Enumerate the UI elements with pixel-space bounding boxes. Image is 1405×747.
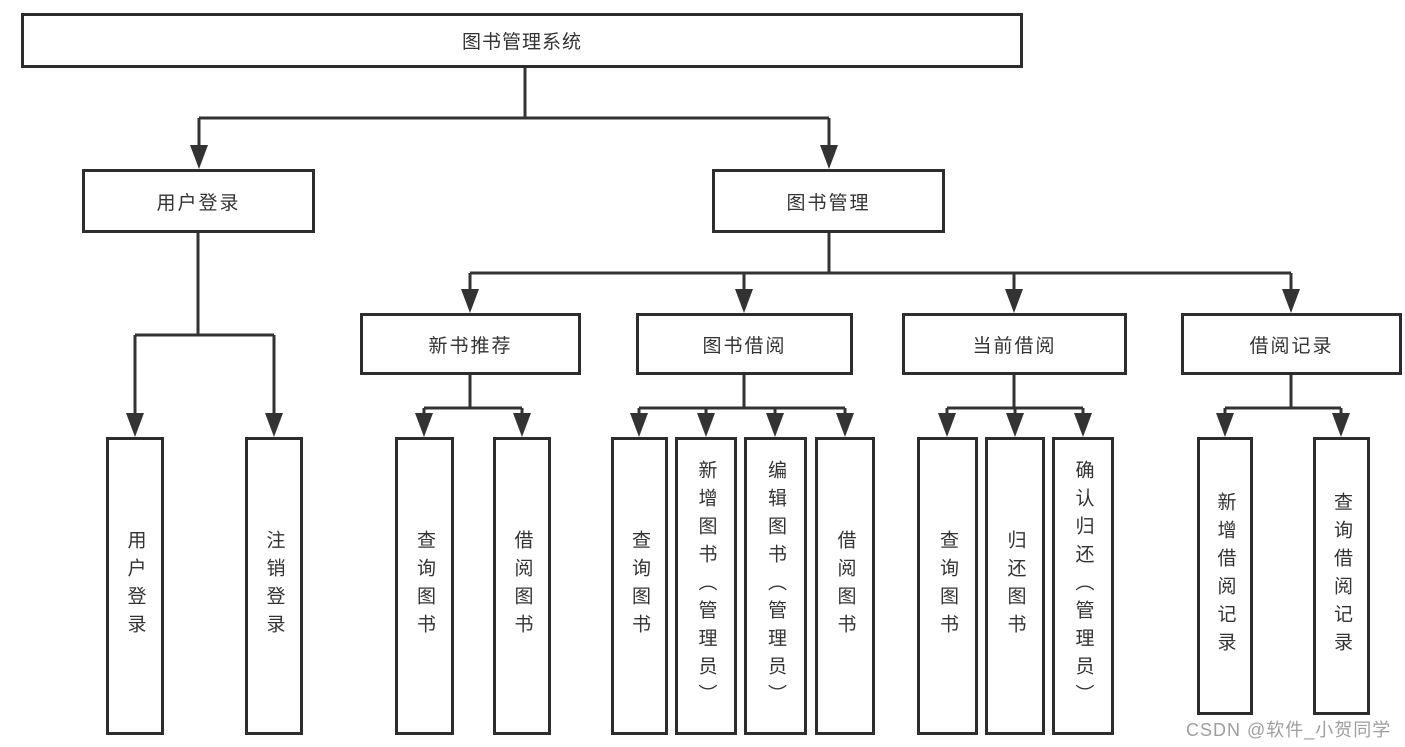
leaf-edit-books-admin-label: 编辑图书（管理员） [765,460,786,712]
node-book-management: 图书管理 [712,169,945,233]
node-book-borrow-label: 图书借阅 [702,335,787,357]
leaf-query-borrow-record: 查询借阅记录 [1313,437,1370,715]
connector-user-login [133,233,276,418]
node-book-borrow: 图书借阅 [636,313,853,375]
csdn-watermark: CSDN @软件_小贺同学 [1186,720,1392,740]
leaf-confirm-return-admin: 确认归还（管理员） [1052,437,1114,735]
node-new-book-recommend: 新书推荐 [360,313,581,375]
arrowheads [126,145,1350,437]
leaf-query-books-recommend: 查询图书 [395,437,454,735]
leaf-edit-books-admin: 编辑图书（管理员） [744,437,807,735]
leaf-query-borrow-record-label: 查询借阅记录 [1331,492,1352,660]
leaf-borrow-books: 借阅图书 [815,437,875,735]
node-borrow-records: 借阅记录 [1181,313,1402,375]
leaf-borrow-books-recommend-label: 借阅图书 [511,530,533,642]
leaf-logout: 注销登录 [245,437,303,735]
leaf-add-borrow-record: 新增借阅记录 [1197,437,1253,715]
leaf-return-books-label: 归还图书 [1004,530,1026,642]
connector-borrow-records [1223,375,1343,418]
leaf-user-login-label: 用户登录 [124,530,146,642]
node-current-borrow: 当前借阅 [902,313,1127,375]
node-root: 图书管理系统 [21,13,1023,68]
node-root-label: 图书管理系统 [461,32,582,53]
leaf-query-books-borrow-label: 查询图书 [629,530,650,642]
connector-book-borrow [637,375,847,418]
leaf-borrow-books-label: 借阅图书 [834,530,856,642]
leaf-add-books-admin: 新增图书（管理员） [675,437,737,735]
leaf-confirm-return-admin-label: 确认归还（管理员） [1072,460,1094,712]
node-new-book-recommend-label: 新书推荐 [428,335,513,357]
leaf-user-login: 用户登录 [106,437,164,735]
connector-current-borrow [945,375,1085,418]
node-user-login: 用户登录 [82,169,315,233]
node-book-management-label: 图书管理 [786,192,871,214]
node-current-borrow-label: 当前借阅 [972,335,1057,357]
node-borrow-records-label: 借阅记录 [1249,335,1334,357]
leaf-query-books-current: 查询图书 [917,437,978,735]
leaf-borrow-books-recommend: 借阅图书 [493,437,551,735]
leaf-query-books-current-label: 查询图书 [937,530,958,642]
leaf-add-borrow-record-label: 新增借阅记录 [1214,492,1236,660]
leaf-return-books: 归还图书 [985,437,1045,735]
leaf-logout-label: 注销登录 [263,530,285,642]
leaf-add-books-admin-label: 新增图书（管理员） [695,460,717,712]
leaf-query-books-borrow: 查询图书 [611,437,668,735]
node-user-login-label: 用户登录 [156,192,241,214]
connector-book-management [468,233,1293,294]
connector-root [197,68,831,150]
leaf-query-books-recommend-label: 查询图书 [414,530,435,642]
connector-new-book [422,375,524,418]
